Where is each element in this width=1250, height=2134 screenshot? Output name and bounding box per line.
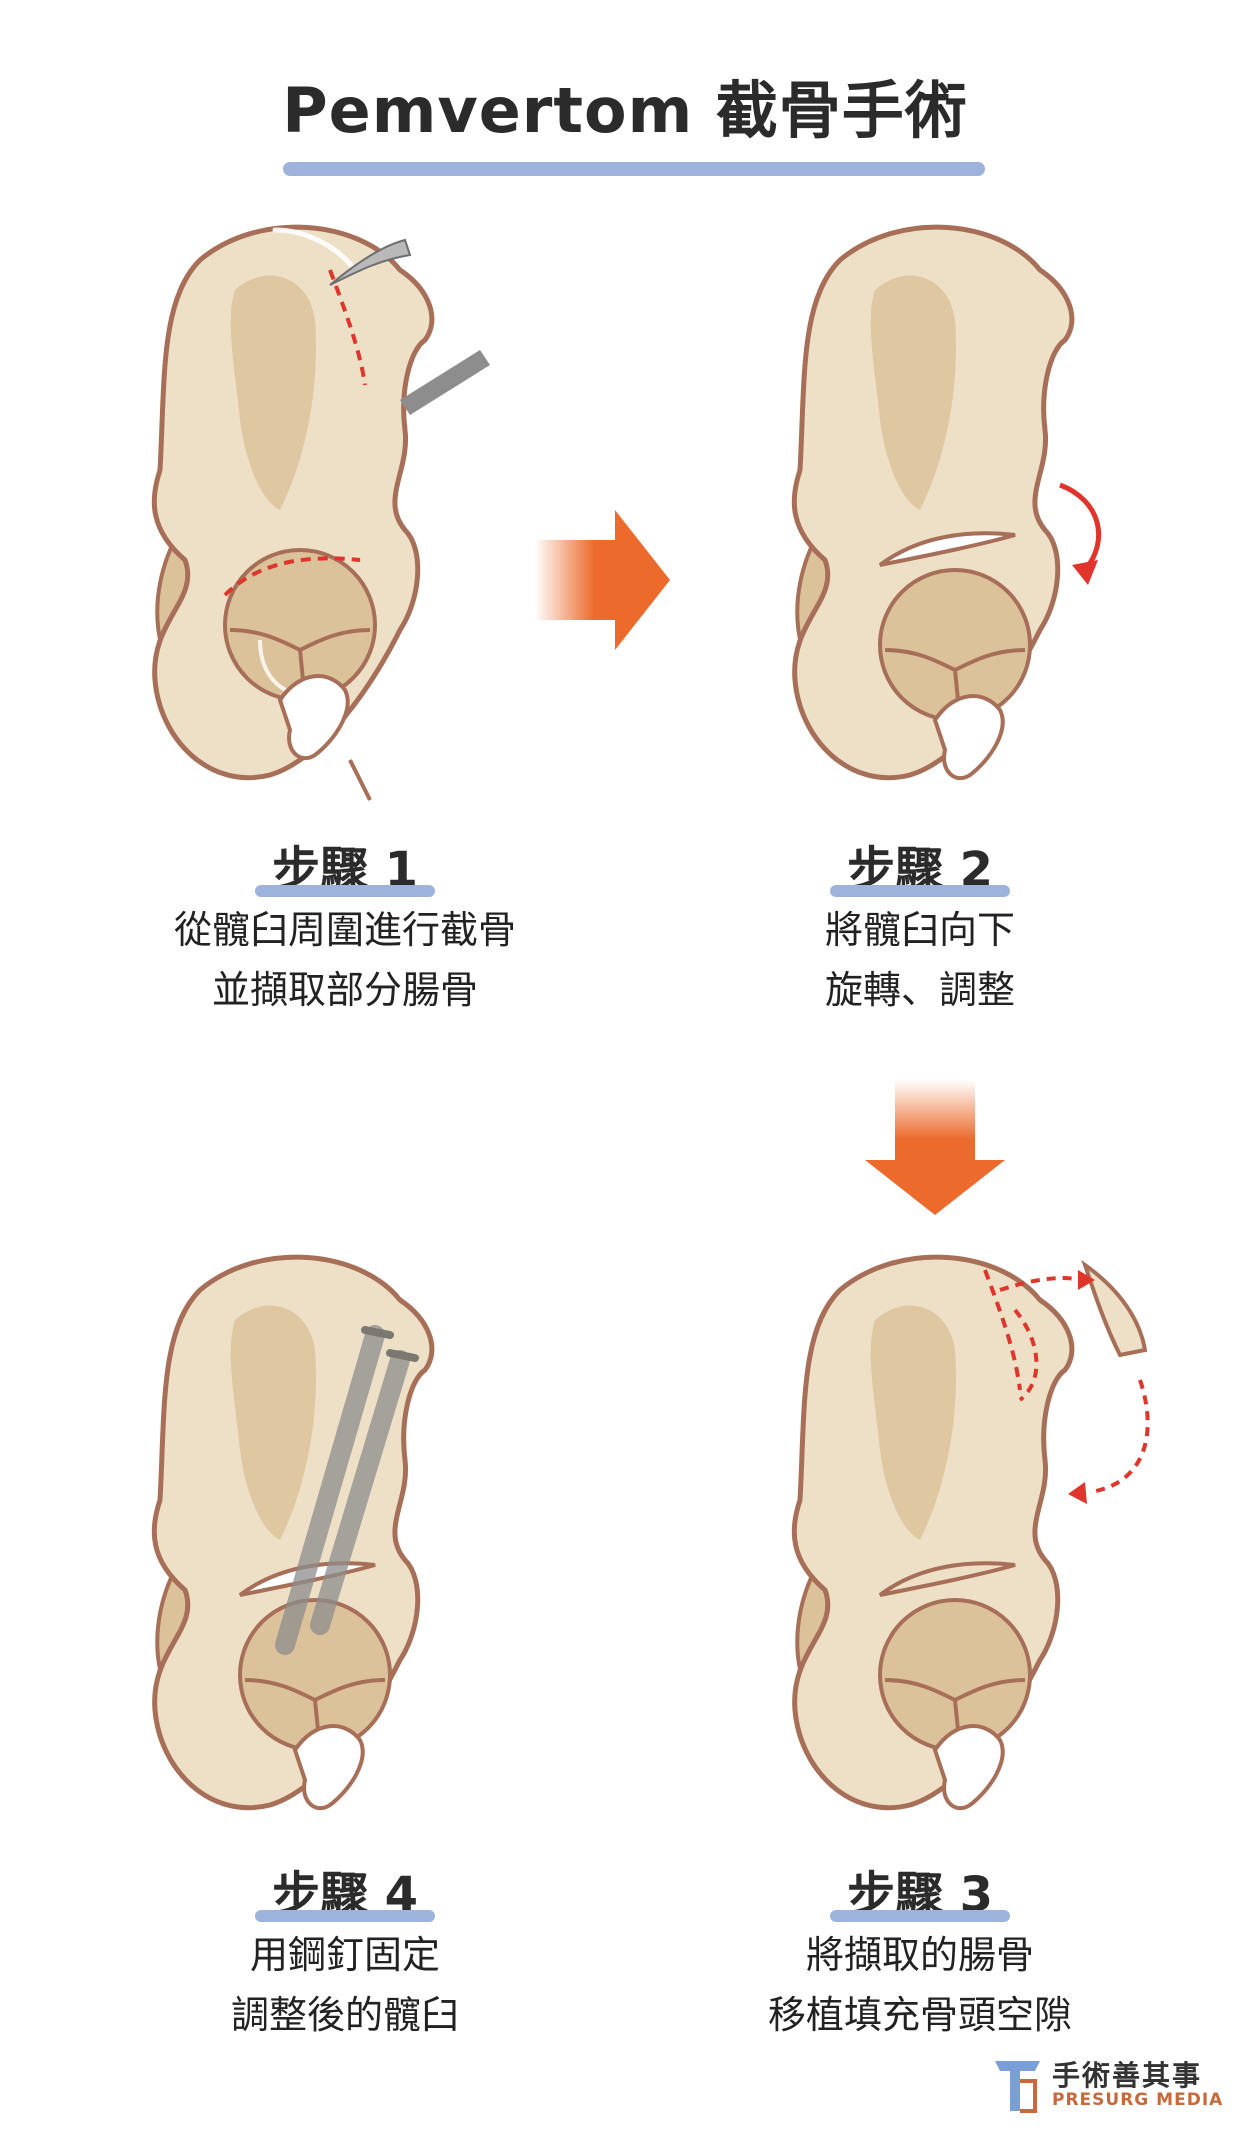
page-title: Pemvertom 截骨手術 — [282, 74, 968, 147]
step4-underline — [255, 1910, 435, 1922]
step4-illustration — [60, 1230, 580, 1850]
arrow-right-icon — [535, 510, 670, 650]
step2-desc-line2: 旋轉、調整 — [824, 968, 1015, 1012]
pelvis-step2 — [791, 224, 1102, 781]
step4-desc-line1: 用鋼釘固定 — [249, 1933, 440, 1977]
step2-underline — [830, 885, 1010, 897]
step1-underline — [255, 885, 435, 897]
step1-desc-line2: 並擷取部分腸骨 — [211, 968, 478, 1012]
step1-illustration — [60, 200, 580, 820]
logo-text-cn: 手術善其事 — [1052, 2059, 1203, 2092]
step3-illustration — [700, 1230, 1220, 1850]
pelvis-step1 — [151, 224, 490, 801]
step1-desc-line1: 從髖臼周圍進行截骨 — [173, 908, 516, 952]
title-underline — [283, 162, 985, 176]
transfer-arrow-icon — [999, 1270, 1150, 1504]
scalpel-icon — [329, 238, 490, 415]
logo-mark-icon — [995, 2061, 1040, 2113]
arrow-down-icon — [865, 1080, 1005, 1215]
rotate-arrow-icon — [1059, 482, 1102, 585]
logo-text-en: PRESURG MEDIA — [1052, 2090, 1224, 2110]
brand-logo: 手術善其事 PRESURG MEDIA — [990, 2050, 1240, 2120]
step2-illustration — [700, 200, 1220, 820]
step4-desc-line2: 調整後的髖臼 — [230, 1993, 459, 2037]
pelvis-step4 — [151, 1254, 435, 1811]
step3-underline — [830, 1910, 1010, 1922]
step3-desc-line2: 移植填充骨頭空隙 — [767, 1993, 1072, 2037]
step3-desc-line1: 將擷取的腸骨 — [805, 1933, 1034, 1977]
step2-desc-line1: 將髖臼向下 — [824, 908, 1015, 952]
pelvis-step3 — [791, 1254, 1150, 1811]
screw-icon — [275, 1325, 419, 1655]
